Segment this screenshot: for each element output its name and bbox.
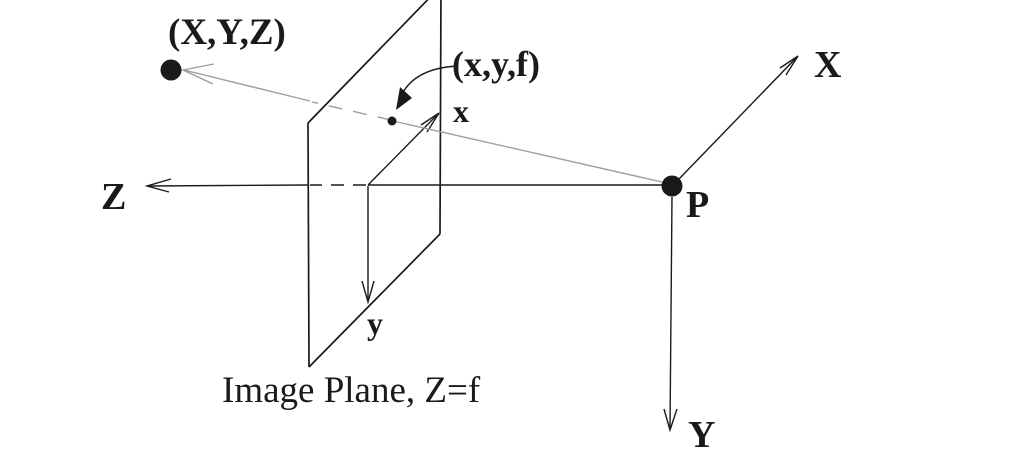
projection-center-dot [661,175,683,197]
world-point-dot [160,59,182,81]
image-y-axis-label: y [367,305,383,341]
projection-ray [180,63,663,183]
image-plane-right-edge [439,0,442,235]
z-axis-segment-left [146,184,309,187]
image-point-label: (x,y,f) [452,44,540,84]
x-axis-line [678,56,798,180]
projection-ray-segment-hidden [311,101,392,121]
image-plane-bottom-edge [308,233,441,368]
world-point-label: (X,Y,Z) [168,12,286,53]
y-axis-line [669,196,673,430]
y-axis-label: Y [688,414,716,456]
image-y-axis [361,186,375,305]
image-plane-left-edge [307,122,310,368]
projection-center-label: P [686,184,710,226]
image-y-axis-arrowhead-icon [361,280,375,305]
image-plane [307,0,442,368]
y-axis [663,196,678,433]
image-x-axis-line [367,114,438,186]
image-x-axis [367,112,440,186]
projection-ray-segment-left [183,69,311,102]
x-axis-label: X [814,44,842,86]
image-x-axis-arrowhead-icon [420,112,440,133]
z-axis-arrowhead-icon [144,178,172,193]
image-point-leader-arrowhead-icon [396,87,412,110]
y-axis-arrowhead-icon [663,408,678,433]
x-axis [678,55,799,180]
image-plane-caption: Image Plane, Z=f [222,370,481,411]
projection-ray-arrowhead-icon [180,63,215,85]
projection-ray-segment-right [392,120,663,183]
z-axis [144,178,662,193]
image-point-leader [396,65,459,110]
z-axis-label: Z [101,176,127,218]
x-axis-arrowhead-icon [779,55,799,76]
image-point-leader-curve [401,65,459,95]
image-x-axis-label: x [453,93,469,129]
image-plane-top-edge [307,0,429,124]
image-point-dot [387,116,397,126]
